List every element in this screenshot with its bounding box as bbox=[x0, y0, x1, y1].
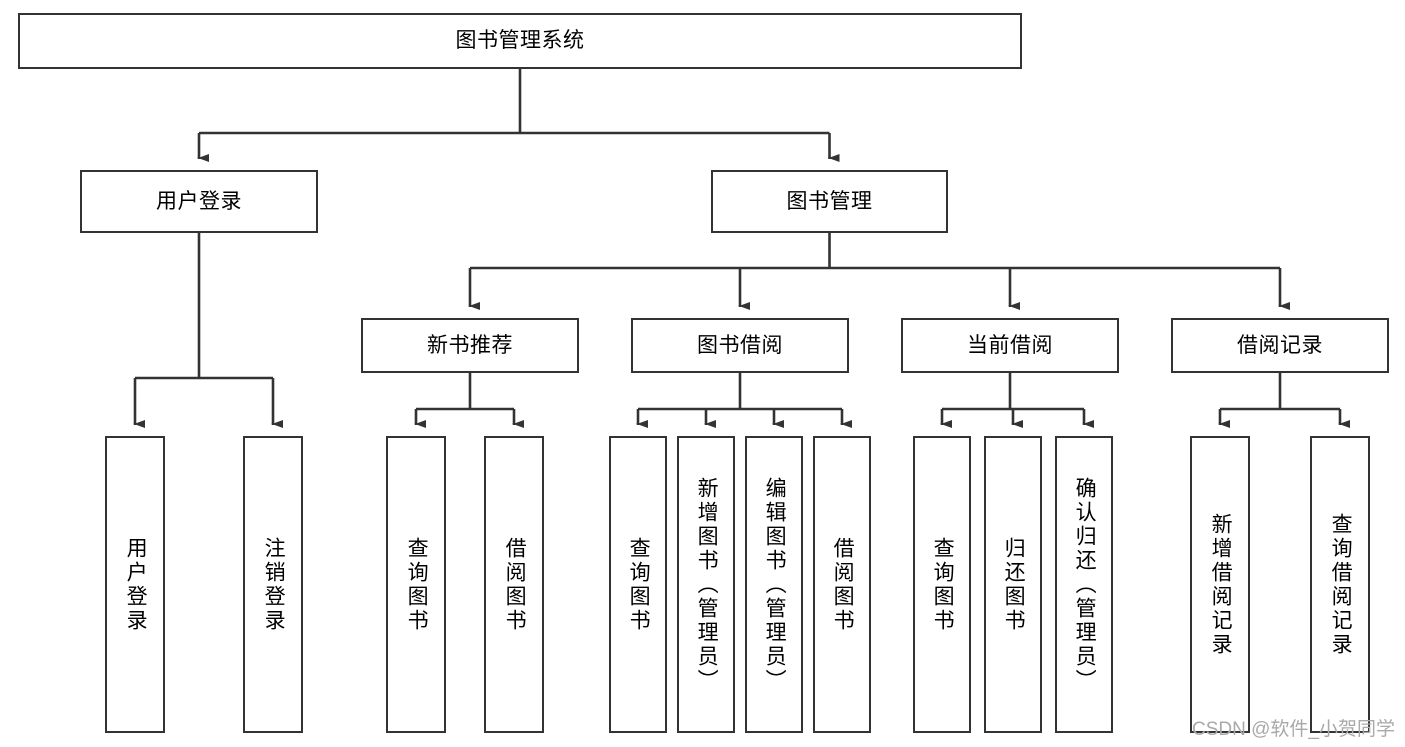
node-leaf-logout[interactable]: 注销登录 bbox=[243, 436, 303, 733]
node-book-borrow[interactable]: 图书借阅 bbox=[631, 318, 849, 373]
node-leaf-return-book[interactable]: 归还图书 bbox=[984, 436, 1042, 733]
node-label: 编辑图书（管理员） bbox=[763, 476, 787, 693]
node-leaf-query-record[interactable]: 查询借阅记录 bbox=[1310, 436, 1370, 733]
node-current-borrow[interactable]: 当前借阅 bbox=[901, 318, 1119, 373]
node-label: 当前借阅 bbox=[967, 333, 1053, 357]
node-label: 借阅图书 bbox=[831, 536, 855, 633]
node-label: 新增图书（管理员） bbox=[695, 476, 719, 693]
node-leaf-query-book-3[interactable]: 查询图书 bbox=[913, 436, 971, 733]
node-label: 图书管理 bbox=[786, 189, 873, 213]
node-label: 图书借阅 bbox=[697, 333, 783, 357]
node-new-book-recommend[interactable]: 新书推荐 bbox=[361, 318, 579, 373]
node-user-login[interactable]: 用户登录 bbox=[80, 170, 318, 233]
node-leaf-user-login[interactable]: 用户登录 bbox=[105, 436, 165, 733]
node-label: 查询图书 bbox=[931, 536, 955, 633]
node-label: 用户登录 bbox=[156, 189, 242, 213]
node-label: 用户登录 bbox=[124, 536, 148, 633]
node-leaf-add-record[interactable]: 新增借阅记录 bbox=[1190, 436, 1250, 733]
node-leaf-edit-book[interactable]: 编辑图书（管理员） bbox=[745, 436, 803, 733]
node-label: 注销登录 bbox=[262, 536, 286, 633]
node-leaf-borrow-book-2[interactable]: 借阅图书 bbox=[813, 436, 871, 733]
node-label: 借阅记录 bbox=[1237, 333, 1323, 357]
node-label: 新书推荐 bbox=[427, 333, 513, 357]
node-leaf-add-book[interactable]: 新增图书（管理员） bbox=[677, 436, 735, 733]
node-label: 新增借阅记录 bbox=[1209, 512, 1233, 657]
node-root[interactable]: 图书管理系统 bbox=[18, 13, 1022, 69]
node-label: 图书管理系统 bbox=[455, 29, 585, 53]
node-label: 查询借阅记录 bbox=[1329, 512, 1353, 657]
node-label: 归还图书 bbox=[1002, 536, 1026, 633]
node-book-manage[interactable]: 图书管理 bbox=[711, 170, 948, 233]
node-label: 确认归还（管理员） bbox=[1073, 476, 1097, 693]
node-leaf-query-book-2[interactable]: 查询图书 bbox=[609, 436, 667, 733]
node-borrow-record[interactable]: 借阅记录 bbox=[1171, 318, 1389, 373]
node-label: 查询图书 bbox=[627, 536, 651, 633]
node-leaf-query-book-1[interactable]: 查询图书 bbox=[386, 436, 446, 733]
node-label: 借阅图书 bbox=[503, 536, 527, 633]
node-leaf-confirm-return[interactable]: 确认归还（管理员） bbox=[1055, 436, 1113, 733]
node-label: 查询图书 bbox=[405, 536, 429, 633]
node-leaf-borrow-book-1[interactable]: 借阅图书 bbox=[484, 436, 544, 733]
